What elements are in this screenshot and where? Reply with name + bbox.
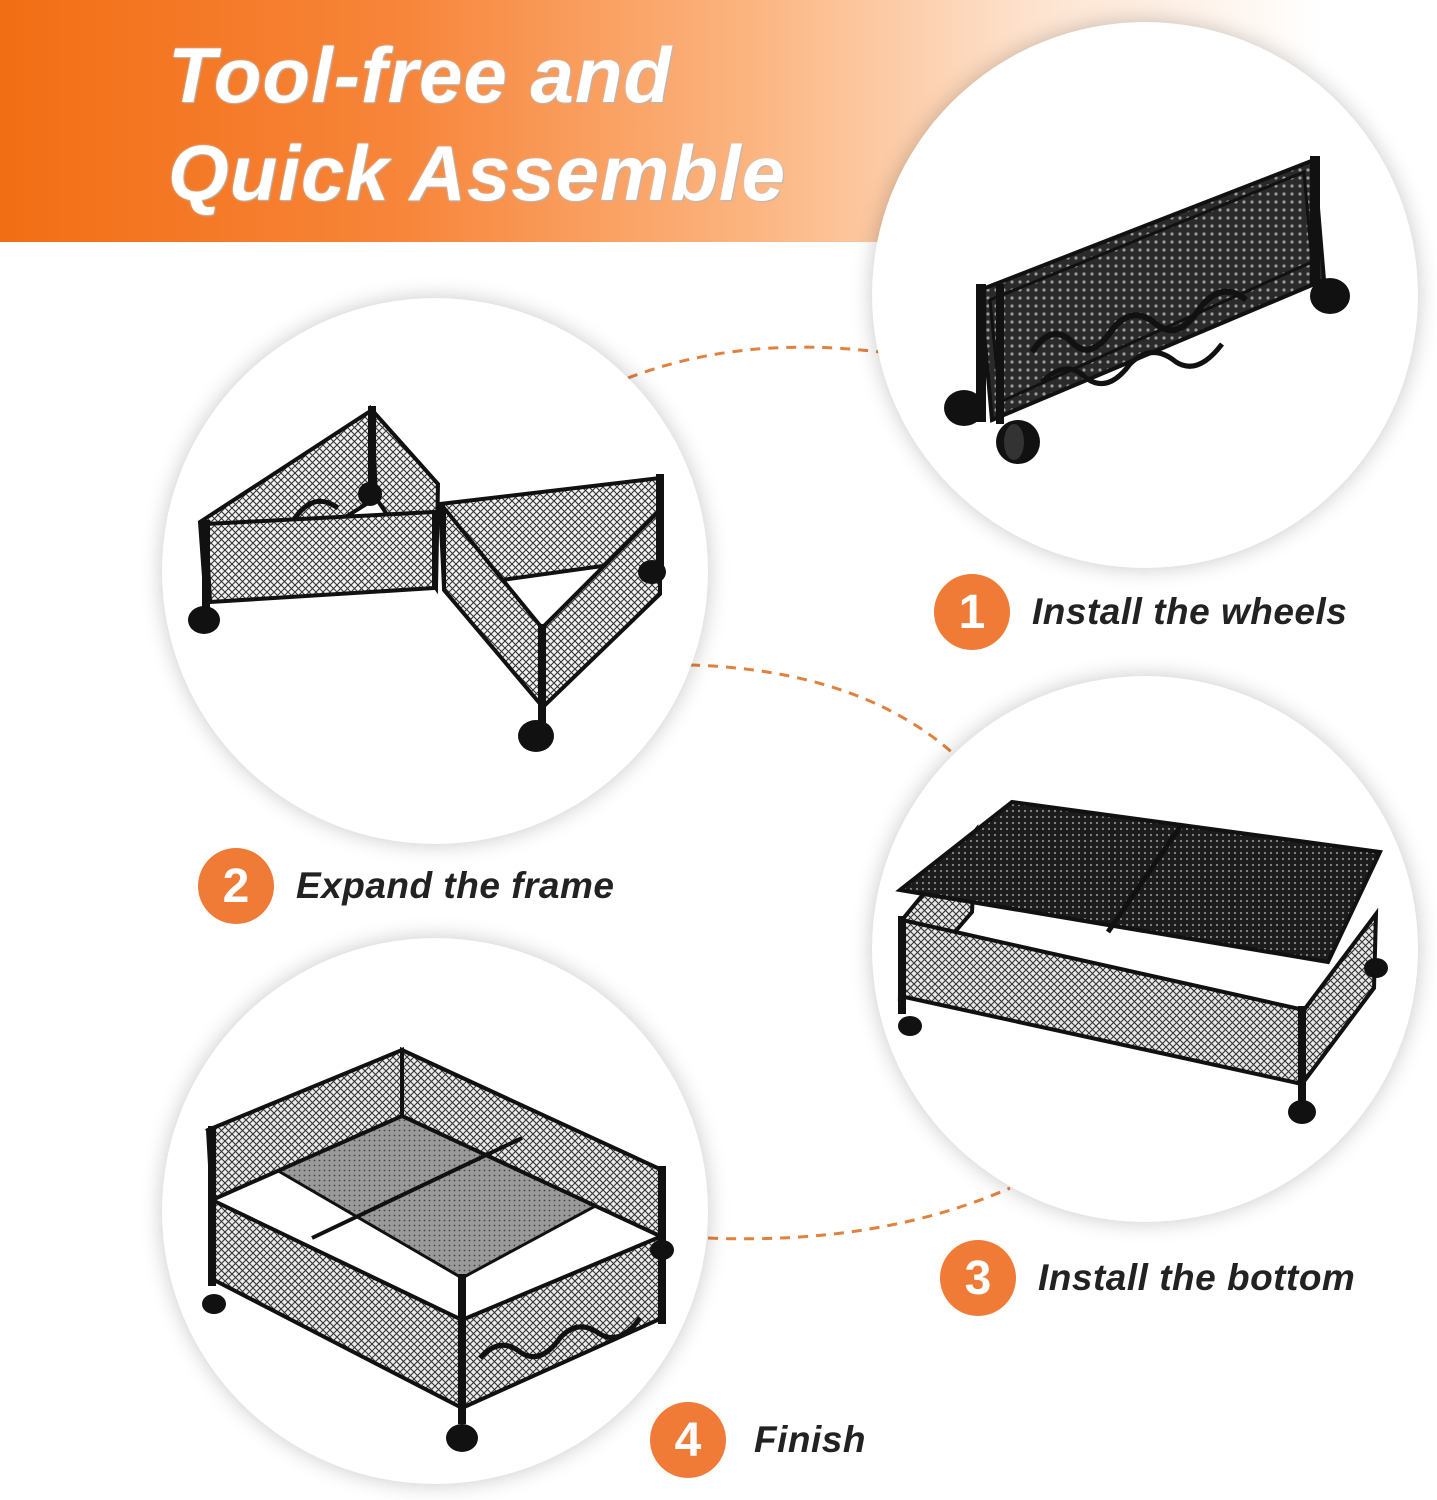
step-1: 1 Install the wheels bbox=[934, 574, 1347, 650]
step-1-label: Install the wheels bbox=[1032, 591, 1348, 632]
expanded-frame-illustration bbox=[188, 404, 666, 752]
step-2: 2 Expand the frame bbox=[198, 848, 614, 924]
step1-image-circle bbox=[872, 22, 1418, 568]
step-4: 4 Finish bbox=[650, 1402, 866, 1478]
folded-frame-illustration bbox=[944, 156, 1350, 464]
step-4-label: Finish bbox=[754, 1419, 866, 1460]
step3-image-circle bbox=[872, 676, 1418, 1222]
step-3-label: Install the bottom bbox=[1038, 1257, 1356, 1298]
step-1-number-badge: 1 bbox=[934, 574, 1010, 650]
step-4-number-badge: 4 bbox=[650, 1402, 726, 1478]
step-2-number-badge: 2 bbox=[198, 848, 274, 924]
step-3: 3 Install the bottom bbox=[940, 1240, 1355, 1316]
finished-organizer-illustration bbox=[202, 1046, 674, 1452]
install-bottom-illustration bbox=[895, 799, 1388, 1124]
headline-line-2: Quick Assemble bbox=[168, 129, 787, 217]
step4-image-circle bbox=[162, 938, 708, 1484]
step-2-label: Expand the frame bbox=[296, 865, 615, 906]
step-3-number-badge: 3 bbox=[940, 1240, 1016, 1316]
step2-image-circle bbox=[162, 298, 708, 844]
headline-line-1: Tool-free and bbox=[168, 31, 673, 119]
